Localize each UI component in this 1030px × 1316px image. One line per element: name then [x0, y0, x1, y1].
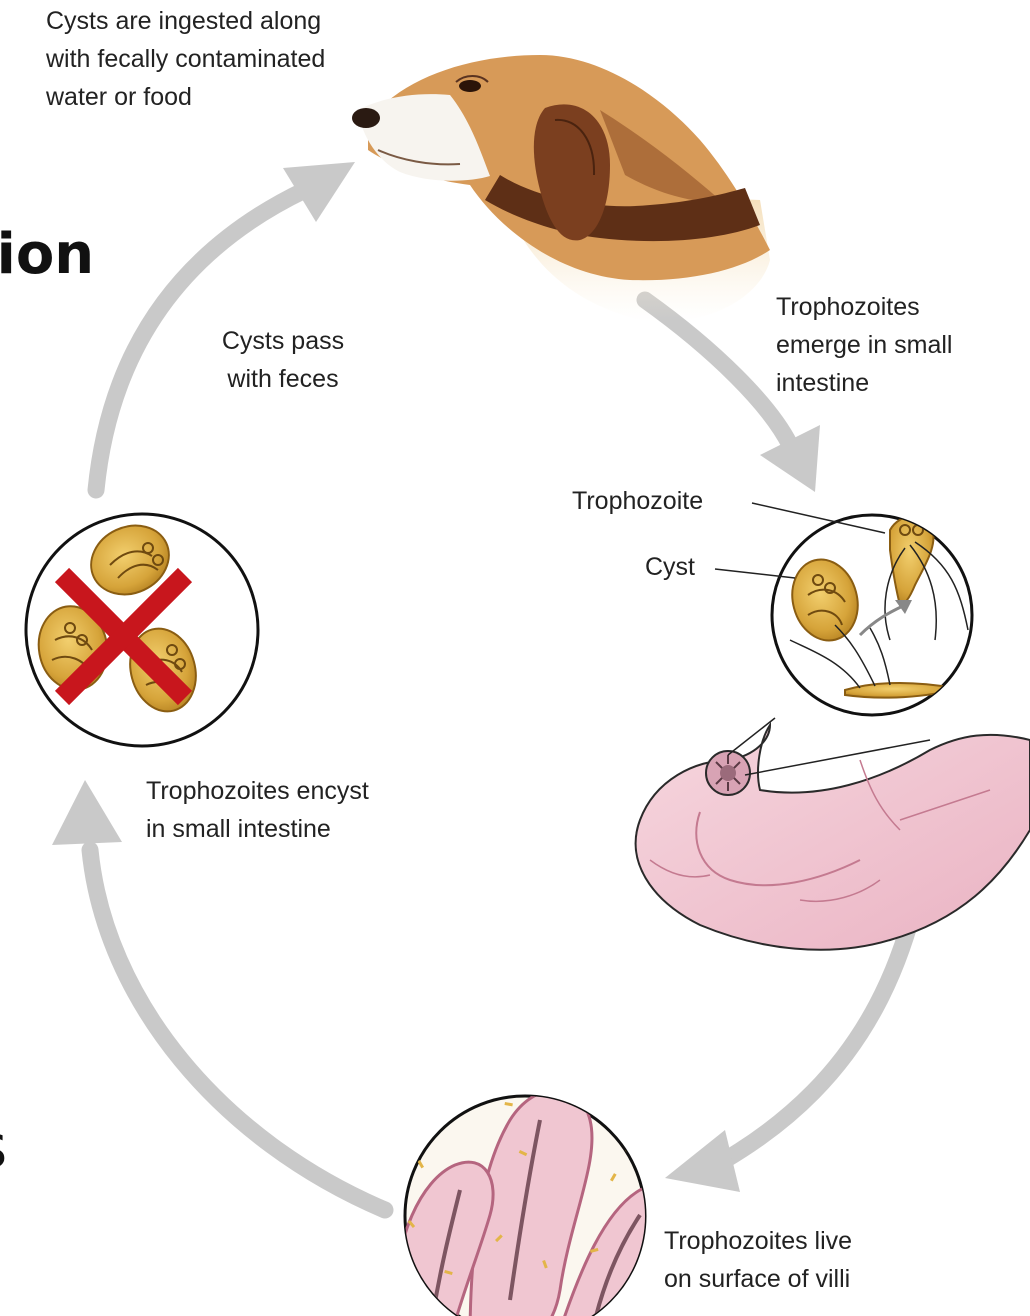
label-line: emerge in small — [776, 326, 952, 364]
slide-title-fragment: ution — [0, 222, 94, 287]
label-line: Trophozoites live — [664, 1222, 852, 1260]
callout-cyst: Cyst — [645, 548, 695, 586]
label-trophozoites-emerge: Trophozoites emerge in small intestine — [776, 288, 952, 402]
slide-text-fragment: s — [0, 1112, 7, 1182]
label-line: Trophozoites — [776, 288, 952, 326]
label-line: Trophozoites encyst — [146, 772, 369, 810]
label-trophozoites-encyst: Trophozoites encyst in small intestine — [146, 772, 369, 848]
label-line: Cysts pass — [198, 322, 368, 360]
label-line: in small intestine — [146, 810, 369, 848]
label-line: Cysts are ingested along — [46, 2, 325, 40]
label-cysts-pass: Cysts pass with feces — [198, 322, 368, 398]
label-line: intestine — [776, 364, 952, 402]
label-trophozoites-villi: Trophozoites live on surface of villi — [664, 1222, 852, 1298]
trophozoite-cyst-circle — [772, 515, 972, 715]
label-line: with fecally contaminated — [46, 40, 325, 78]
callout-trophozoite: Trophozoite — [572, 482, 703, 520]
label-line: with feces — [198, 360, 368, 398]
villi-circle — [395, 1090, 671, 1316]
encysted-cysts-circle — [26, 513, 258, 746]
dog-illustration — [352, 55, 770, 322]
label-cysts-ingested: Cysts are ingested along with fecally co… — [46, 2, 325, 116]
label-line: water or food — [46, 78, 325, 116]
intestine-illustration — [636, 718, 1030, 950]
label-line: on surface of villi — [664, 1260, 852, 1298]
